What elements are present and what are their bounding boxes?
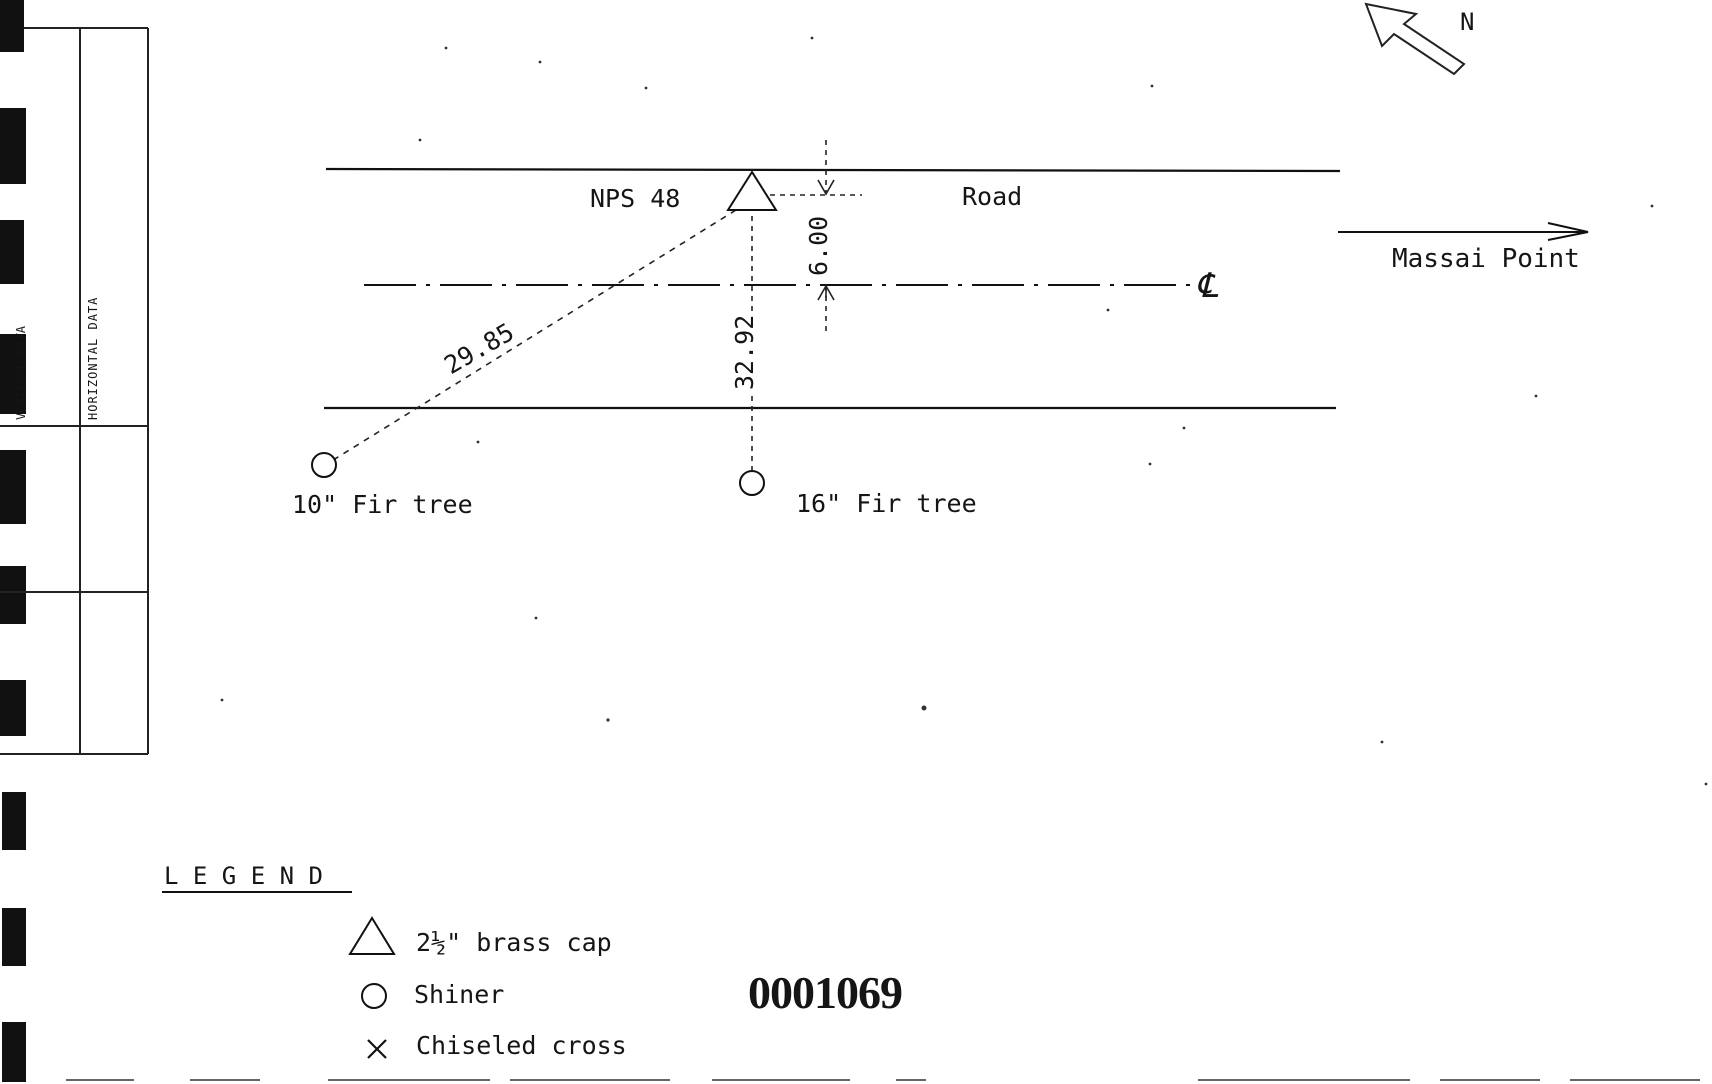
- side-table-lines: [0, 27, 149, 755]
- horizontal-data-label: HORIZONTAL DATA: [86, 296, 100, 420]
- station-label: NPS 48: [590, 184, 681, 213]
- scan-speckles: [220, 36, 1708, 786]
- destination-label: Massai Point: [1392, 244, 1580, 274]
- road-label: Road: [962, 182, 1023, 211]
- diagonal-tie-line: [329, 209, 737, 463]
- north-arrow: [1364, 2, 1466, 76]
- fir-tree-16-label: 16" Fir tree: [796, 489, 977, 518]
- legend-cross-icon: [367, 1039, 387, 1059]
- destination-arrow: [1338, 222, 1589, 241]
- brass-cap-triangle-icon: [726, 170, 778, 211]
- north-label: N: [1460, 8, 1475, 36]
- binding-marks: [0, 0, 26, 1082]
- legend-circle-icon: [361, 983, 387, 1009]
- offset-distance-label: 6.00: [804, 215, 833, 276]
- legend-title: L E G E N D: [164, 862, 323, 890]
- centerline-symbol: ℄: [1196, 268, 1218, 305]
- legend-triangle-icon: [348, 916, 396, 955]
- legend-shiner-label: Shiner: [414, 980, 505, 1009]
- offset-dimension: [760, 140, 862, 336]
- document-stamp-number: 0001069: [748, 967, 903, 1018]
- road-edges: [324, 167, 1341, 410]
- vertical-data-label: VERTICAL DATA: [14, 326, 28, 420]
- fir-tree-10-circle-icon: [311, 452, 337, 478]
- fir-tree-10-label: 10" Fir tree: [292, 490, 473, 519]
- perpendicular-distance-label: 32.92: [730, 312, 759, 392]
- fir-tree-16-circle-icon: [739, 470, 765, 496]
- legend-chiseled-cross-label: Chiseled cross: [416, 1031, 627, 1060]
- legend-brass-cap-label: 2½" brass cap: [416, 928, 612, 957]
